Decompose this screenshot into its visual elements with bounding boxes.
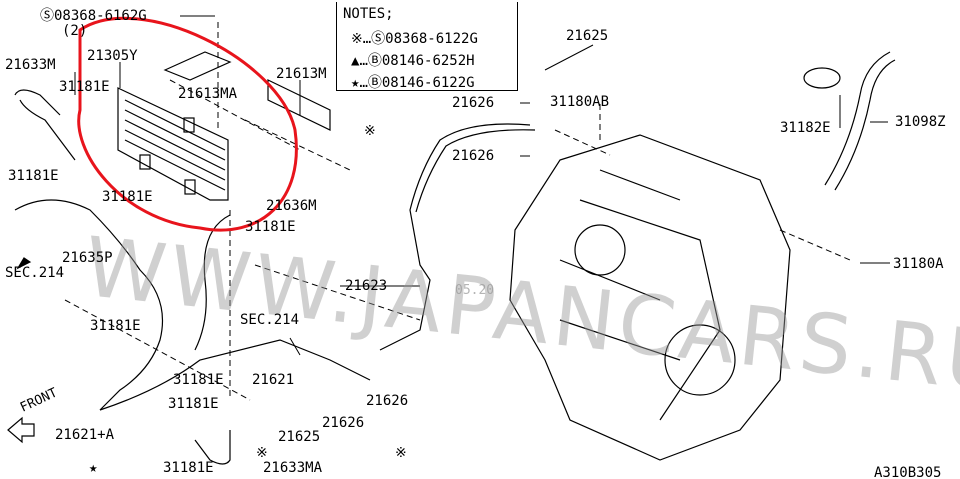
part-label[interactable]: 31181E bbox=[102, 189, 153, 205]
hose-21636M-drawing bbox=[194, 214, 231, 351]
hose-31098Z-drawing bbox=[824, 51, 896, 191]
part-label[interactable]: 21626 bbox=[452, 148, 495, 164]
highlight-circle bbox=[77, 16, 298, 232]
part-label[interactable]: 21636M bbox=[266, 198, 317, 214]
part-label[interactable]: 31182E bbox=[780, 120, 831, 136]
part-label[interactable]: 21613MA bbox=[178, 86, 238, 102]
tube-21621-drawing bbox=[99, 339, 371, 411]
note-mark: ※ bbox=[256, 445, 268, 461]
note-item: ▲…Ⓑ08146-6252H bbox=[351, 50, 475, 70]
part-label[interactable]: 21635P bbox=[62, 250, 113, 266]
note-item: ※…Ⓢ08368-6122G bbox=[351, 28, 478, 48]
note-mark: ※ bbox=[364, 123, 376, 139]
diagram-code: A310B305 bbox=[874, 465, 942, 479]
part-label[interactable]: 21633M bbox=[5, 57, 56, 73]
part-label[interactable]: 21625 bbox=[566, 28, 609, 44]
part-label[interactable]: 21626 bbox=[366, 393, 409, 409]
bracket-21613MA-drawing bbox=[163, 51, 232, 81]
note-text: …Ⓢ08368-6122G bbox=[362, 31, 478, 47]
part-label[interactable]: Ⓢ08368-6162G bbox=[40, 8, 147, 24]
transmission-drawing bbox=[509, 134, 791, 461]
part-label[interactable]: 21625 bbox=[278, 429, 321, 445]
hose-21635P-drawing bbox=[14, 199, 164, 411]
part-qty: (2) bbox=[62, 23, 88, 39]
part-label[interactable]: 31181E bbox=[168, 396, 219, 412]
part-label[interactable]: 21621 bbox=[252, 372, 295, 388]
note-symbol: ※ bbox=[351, 31, 363, 47]
front-arrow-icon bbox=[7, 416, 35, 444]
part-label[interactable]: 21626 bbox=[322, 415, 365, 431]
note-symbol: ▲ bbox=[351, 53, 360, 69]
bracket-21613M-drawing bbox=[267, 79, 331, 131]
hose-21633M-drawing bbox=[14, 89, 76, 161]
part-label[interactable]: 21623 bbox=[345, 278, 388, 294]
part-label[interactable]: 21305Y bbox=[87, 48, 138, 64]
note-symbol: ★ bbox=[351, 75, 360, 91]
note-item: ★…Ⓑ08146-6122G bbox=[351, 72, 475, 92]
clamp-31182E-drawing bbox=[803, 67, 841, 89]
hose-21633MA-drawing bbox=[194, 430, 231, 465]
section-ref[interactable]: SEC.214 bbox=[240, 312, 300, 328]
oil-cooler-drawing bbox=[117, 87, 229, 201]
part-label[interactable]: 31181E bbox=[173, 372, 224, 388]
part-label[interactable]: 21626 bbox=[452, 95, 495, 111]
star-mark: ★ bbox=[89, 460, 98, 476]
sec-arrow-icon bbox=[16, 257, 32, 270]
note-text: …Ⓑ08146-6252H bbox=[359, 53, 475, 69]
part-label[interactable]: 31181E bbox=[245, 219, 296, 235]
tube-21623-drawing bbox=[379, 123, 536, 351]
notes-title: NOTES; bbox=[343, 6, 394, 22]
part-label[interactable]: 31181E bbox=[90, 318, 141, 334]
part-label[interactable]: 31180A bbox=[893, 256, 944, 272]
dashed-leader-lines bbox=[64, 22, 851, 401]
note-text: …Ⓑ08146-6122G bbox=[359, 75, 475, 91]
note-mark: ※ bbox=[395, 445, 407, 461]
part-label[interactable]: 21633MA bbox=[263, 460, 323, 476]
part-label[interactable]: 31181E bbox=[8, 168, 59, 184]
part-label[interactable]: 31181E bbox=[163, 460, 214, 476]
part-label[interactable]: 31098Z bbox=[895, 114, 946, 130]
notes-box: NOTES; ※…Ⓢ08368-6122G ▲…Ⓑ08146-6252H ★…Ⓑ… bbox=[336, 2, 518, 91]
part-label[interactable]: 21621+A bbox=[55, 427, 115, 443]
part-label[interactable]: 31180AB bbox=[550, 94, 610, 110]
label-leader-lines bbox=[74, 15, 890, 356]
part-label[interactable]: 31181E bbox=[59, 79, 110, 95]
watermark-date: 05.20 bbox=[455, 283, 495, 298]
part-label[interactable]: 21613M bbox=[276, 66, 327, 82]
section-ref[interactable]: SEC.214 bbox=[5, 265, 65, 281]
